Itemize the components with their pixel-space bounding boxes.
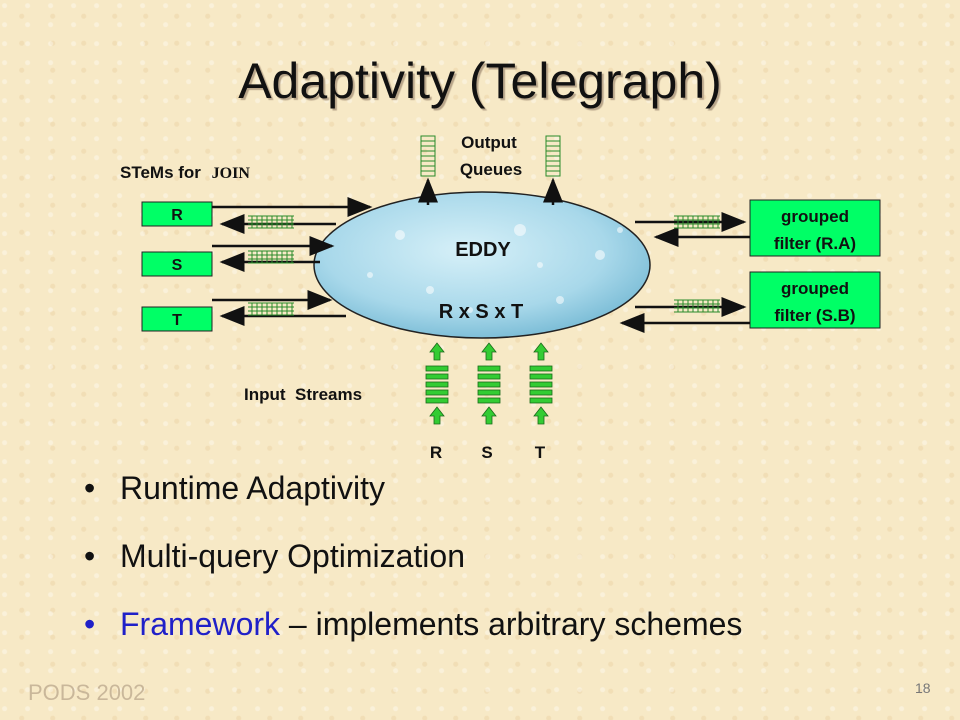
bullet-dot: • <box>84 538 96 574</box>
filter-sb-line1: grouped <box>781 279 849 298</box>
filter-ra: grouped filter (R.A) <box>749 199 881 257</box>
bullet-multi-query: • Multi-query Optimization <box>78 540 742 572</box>
stem-queues <box>248 215 294 316</box>
bullet-text: Runtime Adaptivity <box>120 470 386 506</box>
input-stream-t: T <box>529 342 553 462</box>
bullet-dot: • <box>84 606 96 642</box>
output-queue-left <box>420 135 436 177</box>
stem-s: S <box>141 251 213 277</box>
input-streams-label: Input Streams <box>244 385 362 404</box>
input-stream-r: R <box>425 342 449 462</box>
bullet-framework: • Framework – implements arbitrary schem… <box>78 608 742 640</box>
bullet-highlight: Framework <box>120 606 281 642</box>
input-stream-s: S <box>477 342 501 462</box>
output-queues-label-2: Queues <box>460 160 522 179</box>
stem-r-label: R <box>171 207 183 224</box>
filter-arrows <box>619 212 750 333</box>
stem-t-label: T <box>172 312 182 329</box>
footer-conference: PODS 2002 <box>28 680 146 705</box>
slide-title: Adaptivity (Telegraph) <box>238 53 722 109</box>
filter-ra-line1: grouped <box>781 207 849 226</box>
filter-sb-line2: filter (S.B) <box>774 306 855 325</box>
page-number: 18 <box>915 680 931 696</box>
bullet-text: Multi-query Optimization <box>120 538 465 574</box>
eddy-label: EDDY <box>455 239 511 261</box>
bullet-dot: • <box>84 470 96 506</box>
input-stream-s-label: S <box>481 443 492 462</box>
eddy-ellipse <box>313 191 651 339</box>
stem-s-label: S <box>172 257 183 274</box>
input-stream-r-label: R <box>430 443 442 462</box>
filter-queues <box>674 215 720 313</box>
stems-label: STeMs for JOIN <box>120 163 250 182</box>
output-queues-label-1: Output <box>461 133 517 152</box>
filter-ra-line2: filter (R.A) <box>774 234 856 253</box>
bullet-runtime-adaptivity: • Runtime Adaptivity <box>78 472 742 504</box>
bullet-list: • Runtime Adaptivity • Multi-query Optim… <box>78 472 742 676</box>
stem-t: T <box>141 306 213 332</box>
stem-r: R <box>141 201 213 227</box>
filter-sb: grouped filter (S.B) <box>749 271 881 329</box>
input-stream-t-label: T <box>535 443 546 462</box>
bullet-text: – implements arbitrary schemes <box>280 606 743 642</box>
output-queue-right <box>545 135 561 177</box>
output-arrows <box>418 177 563 205</box>
eddy-expression: R x S x T <box>439 301 523 323</box>
eddy-drops <box>367 224 623 313</box>
